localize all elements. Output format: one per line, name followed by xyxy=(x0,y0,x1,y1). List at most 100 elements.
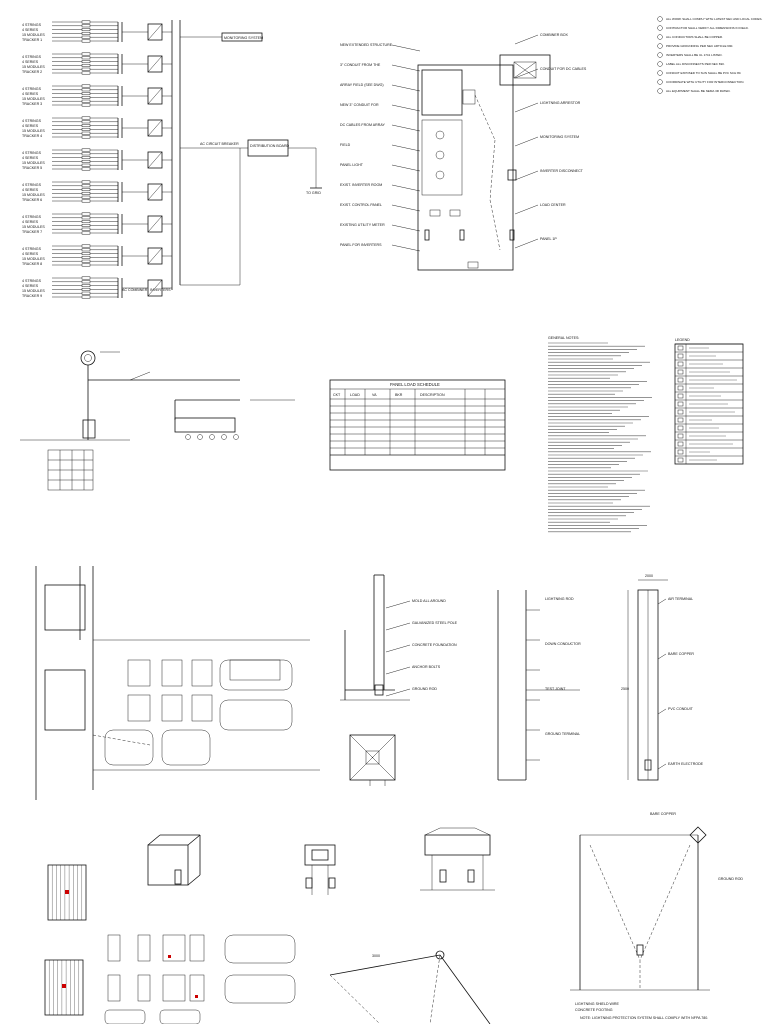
tower-callout: TEST JOINT xyxy=(545,687,566,691)
ground-point-marker xyxy=(168,955,171,958)
riser-callout: PVC CONDUIT xyxy=(668,707,694,711)
legend-symbol xyxy=(677,369,684,375)
note-line: INVERTERS SHALL BE UL 1741 LISTED. xyxy=(666,53,723,57)
riser-dim: 2000 xyxy=(645,574,653,578)
bottom-note: NOTE: LIGHTNING PROTECTION SYSTEM SHALL … xyxy=(580,1016,708,1020)
plan-callout-left: PANEL LIGHT xyxy=(340,163,364,167)
inverters-note: INVERTERS xyxy=(150,288,171,292)
ground-point-marker xyxy=(62,984,66,988)
array-tracker-label: TRACKER 3 xyxy=(22,102,42,106)
riser-height-dim: 2500 xyxy=(621,687,629,691)
array-series-label: 4 SERIES xyxy=(22,188,39,192)
legend-symbol xyxy=(677,345,684,351)
array-tracker-label: TRACKER 2 xyxy=(22,70,42,74)
legend-symbol xyxy=(677,433,684,439)
array-modules-label: 15 MODULES xyxy=(22,257,45,261)
legend-symbol xyxy=(677,457,684,463)
array-strings-label: 4 STRINGS xyxy=(22,183,42,187)
legend-title: LEGEND xyxy=(675,338,690,342)
triangle-dim: 3000 xyxy=(372,954,380,958)
legend-symbol xyxy=(677,385,684,391)
array-strings-label: 4 STRINGS xyxy=(22,87,42,91)
bottom-left-array-blocks xyxy=(44,864,296,1024)
pole-callout: ANCHOR BOLTS xyxy=(412,665,441,669)
plan-callout-left: PANEL FOR INVERTERS xyxy=(340,243,382,247)
general-notes: GENERAL NOTES: xyxy=(548,336,652,533)
note-line: PROVIDE GROUNDING PER NEC ARTICLE 690. xyxy=(666,44,733,48)
array-modules-label: 15 MODULES xyxy=(22,161,45,165)
array-series-label: 4 SERIES xyxy=(22,60,39,64)
triangular-shield-detail: 3000 xyxy=(329,950,491,1024)
pole-callout: MOLD ALL AROUND xyxy=(412,599,446,603)
legend-symbol xyxy=(677,409,684,415)
plan-callout-left: 3" CONDUIT FROM THE xyxy=(340,63,381,67)
note-line: CONTRACTOR SHALL VERIFY ALL DIMENSIONS I… xyxy=(666,26,749,30)
catenary-label-1: BARE COPPER xyxy=(650,812,676,816)
legend-symbol xyxy=(677,393,684,399)
array-series-label: 4 SERIES xyxy=(22,124,39,128)
pole-callout: GROUND ROD xyxy=(412,687,437,691)
array-modules-label: 15 MODULES xyxy=(22,65,45,69)
plan-callout-left: EXIST. CONTROL PANEL xyxy=(340,203,382,207)
note-line: ALL EQUIPMENT SHALL BE NEMA 3R RATED. xyxy=(666,89,731,93)
general-notes-title: GENERAL NOTES: xyxy=(548,336,579,340)
monitoring-label: MONITORING SYSTEM xyxy=(224,36,263,40)
note-line: LABEL ALL DISCONNECTS PER NEC 690. xyxy=(666,62,725,66)
riser-callout: EARTH ELECTRODE xyxy=(668,762,704,766)
box-isometric-details xyxy=(147,827,495,895)
array-tracker-label: TRACKER 1 xyxy=(22,38,42,42)
array-modules-label: 15 MODULES xyxy=(22,33,45,37)
array-modules-label: 15 MODULES xyxy=(22,97,45,101)
legend-symbol xyxy=(677,425,684,431)
plan-callout-left: FIELD xyxy=(340,143,351,147)
legend-symbol xyxy=(677,377,684,383)
note-line: ALL WORK SHALL COMPLY WITH LATEST NEC AN… xyxy=(666,17,762,21)
ac-breaker-label: AC CIRCUIT BREAKER xyxy=(200,142,239,146)
array-modules-label: 15 MODULES xyxy=(22,193,45,197)
array-series-label: 4 SERIES xyxy=(22,28,39,32)
riser-callout: BARE COPPER xyxy=(668,652,694,656)
schedule-header-cell: VA xyxy=(372,393,377,397)
distribution-label: DISTRIBUTION BOARD xyxy=(250,144,290,148)
tower-callout: LIGHTNING ROD xyxy=(545,597,574,601)
array-strings-label: 4 STRINGS xyxy=(22,215,42,219)
legend-symbol xyxy=(677,417,684,423)
array-tracker-label: TRACKER 6 xyxy=(22,198,42,202)
plan-callout-right: CONDUIT FOR DC CABLES xyxy=(540,67,587,71)
array-strings-label: 4 STRINGS xyxy=(22,23,42,27)
plan-callout-right: MONITORING SYSTEM xyxy=(540,135,579,139)
plan-callout-right: COMBINER BOX xyxy=(540,33,569,37)
note-line: ALL CONDUCTORS SHALL BE COPPER. xyxy=(666,35,723,39)
schedule-header-cell: LOAD xyxy=(350,393,360,397)
schedule-title: PANEL LOAD SCHEDULE xyxy=(390,382,440,387)
array-series-label: 4 SERIES xyxy=(22,220,39,224)
array-series-label: 4 SERIES xyxy=(22,92,39,96)
top-notes-block: ALL WORK SHALL COMPLY WITH LATEST NEC AN… xyxy=(657,16,762,94)
array-modules-label: 15 MODULES xyxy=(22,129,45,133)
pole-callout: GALVANIZED STEEL POLE xyxy=(412,621,458,625)
array-tracker-label: TRACKER 9 xyxy=(22,294,42,298)
catenary-shield-detail: BARE COPPER GROUND ROD LIGHTNING SHIELD … xyxy=(570,812,743,1012)
schedule-header-cell: DESCRIPTION xyxy=(420,393,445,397)
tower-callout: GROUND TERMINAL xyxy=(545,732,580,736)
plan-callout-right: LIGHTNING ARRESTOR xyxy=(540,101,581,105)
plan-callout-right: INVERTER DISCONNECT xyxy=(540,169,584,173)
to-grid-label: TO GRID xyxy=(306,191,321,195)
array-tracker-label: TRACKER 4 xyxy=(22,134,42,138)
array-modules-label: 15 MODULES xyxy=(22,225,45,229)
legend-table: LEGEND xyxy=(674,338,744,465)
plan-callout-left: ARRAY FIELD (SEE DWG) xyxy=(340,83,384,87)
plan-callout-right: LOAD CENTER xyxy=(540,203,566,207)
legend-symbol xyxy=(677,401,684,407)
